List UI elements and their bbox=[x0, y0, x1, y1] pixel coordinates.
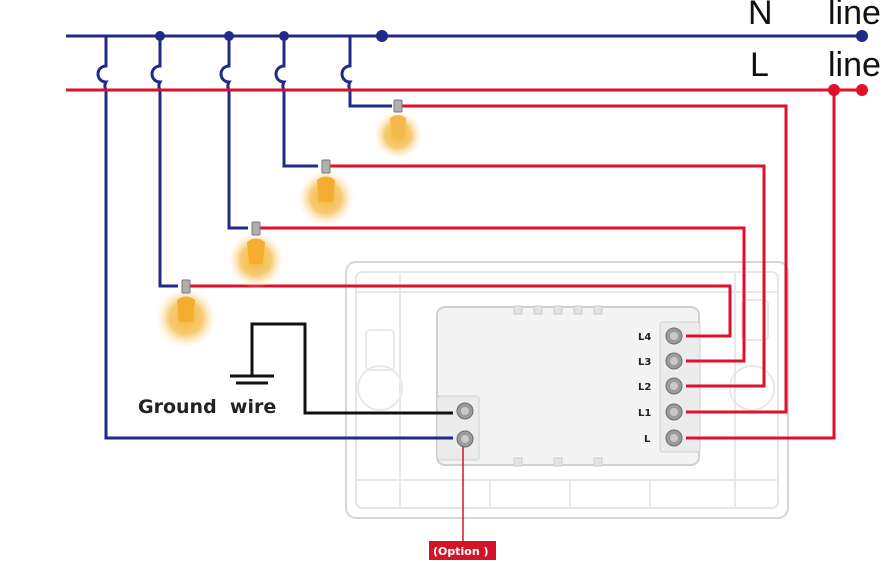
terminal-neutral-screw bbox=[457, 431, 473, 447]
terminal-label-l4: L4 bbox=[638, 332, 651, 343]
terminal-l-screw bbox=[666, 430, 682, 446]
terminal-ground-screw bbox=[457, 403, 473, 419]
terminal-label-l1: L1 bbox=[638, 408, 651, 419]
terminal-l1-screw bbox=[666, 404, 682, 420]
lamp-2 bbox=[228, 222, 284, 288]
ground-wire-label: Ground wire bbox=[138, 396, 276, 418]
terminal-l2-screw bbox=[666, 378, 682, 394]
neutral-label-letter: N bbox=[748, 0, 773, 32]
terminal-label-l: L bbox=[644, 434, 651, 445]
terminal-label-l3: L3 bbox=[638, 357, 651, 368]
live-label-letter: L bbox=[750, 46, 769, 84]
live-label-word: line bbox=[828, 46, 881, 84]
terminal-l3-screw bbox=[666, 353, 682, 369]
terminal-label-l2: L2 bbox=[638, 382, 651, 393]
terminal-l4-screw bbox=[666, 328, 682, 344]
lamp-4 bbox=[374, 100, 422, 159]
option-label: (Option ) bbox=[433, 545, 489, 558]
lamp-1 bbox=[156, 280, 216, 348]
lamp-3 bbox=[298, 160, 354, 226]
neutral-label-word: line bbox=[828, 0, 881, 32]
switch-module bbox=[437, 306, 700, 466]
